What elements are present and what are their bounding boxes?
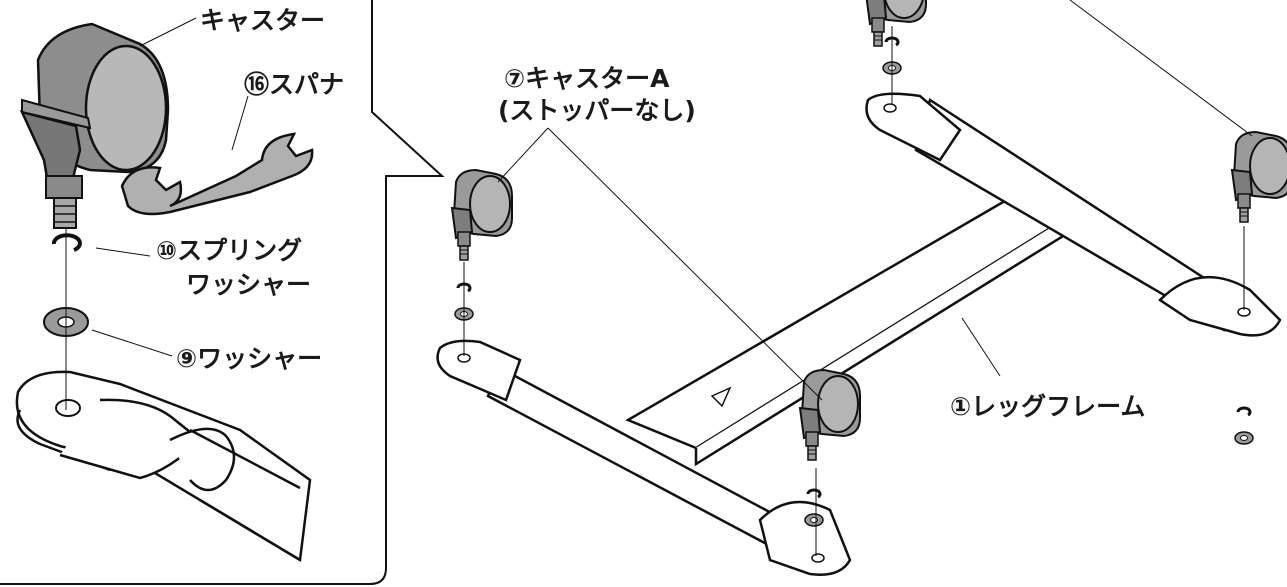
inset-leg-foot [15, 370, 312, 563]
inset-panel-border [0, 0, 445, 585]
label-caster-a-line2: (ストッパーなし) [498, 96, 696, 125]
label-caster-a-line1: ⑦キャスターA [504, 64, 670, 93]
caster-front-right [799, 369, 861, 461]
label-wrench: ⑯スパナ [244, 70, 345, 99]
wrench-icon [120, 132, 314, 216]
label-caster: キャスター [200, 6, 326, 35]
inset-caster [19, 22, 170, 229]
label-spring-washer-line1: ⑩スプリング [156, 236, 303, 265]
leg-frame [436, 92, 1282, 576]
washers-back-right [1233, 406, 1255, 446]
label-spring-washer-line2: ワッシャー [186, 270, 312, 299]
direction-mark-icon [710, 386, 732, 408]
caster-back-right [1231, 131, 1287, 223]
inset-spring-washer [51, 233, 82, 252]
label-washer: ⑨ワッシャー [176, 344, 323, 373]
caster-front-left [451, 169, 513, 261]
label-leg-frame: ①レッグフレーム [950, 392, 1146, 421]
